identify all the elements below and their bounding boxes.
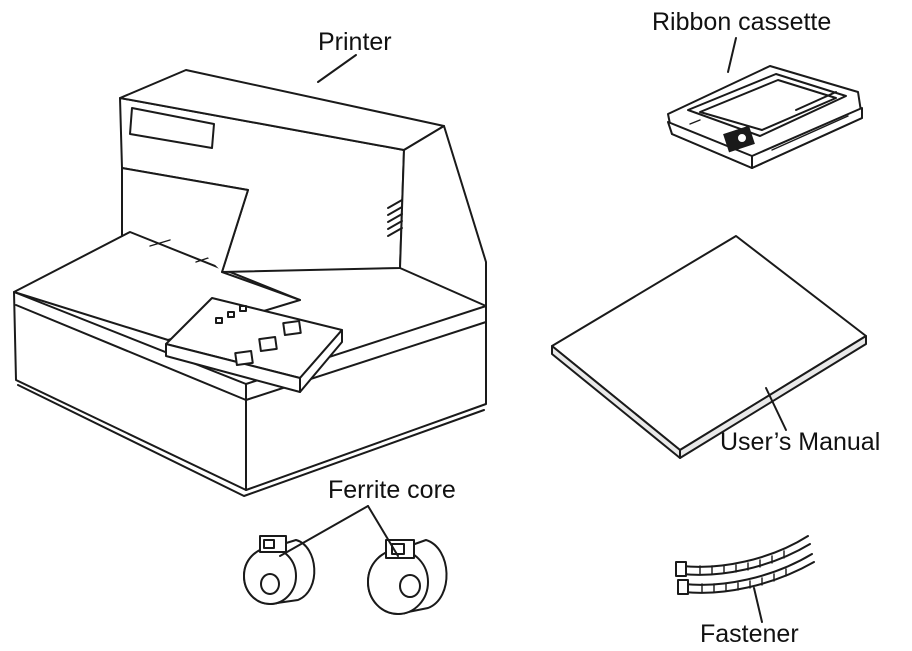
ferrite-core-leader-line-right bbox=[367, 505, 399, 557]
fastener-leader-line bbox=[753, 587, 763, 623]
users-manual-illustration bbox=[551, 235, 867, 459]
ribbon-cassette-illustration bbox=[667, 65, 863, 169]
ferrite-core-illustration-left bbox=[243, 535, 316, 605]
printer-illustration bbox=[13, 69, 487, 497]
ribbon-cassette-leader-line bbox=[727, 37, 737, 73]
users-manual-label: User’s Manual bbox=[720, 428, 881, 456]
fastener-illustration bbox=[675, 535, 815, 595]
ferrite-core-illustration-right bbox=[367, 539, 448, 615]
printer-leader-line bbox=[317, 54, 357, 83]
ribbon-cassette-label: Ribbon cassette bbox=[652, 8, 832, 36]
fastener-label: Fastener bbox=[700, 620, 799, 648]
printer-label: Printer bbox=[318, 28, 392, 56]
users-manual-leader-line bbox=[765, 387, 787, 431]
ferrite-core-leader-line-left bbox=[279, 505, 369, 557]
ferrite-core-label: Ferrite core bbox=[328, 476, 456, 504]
